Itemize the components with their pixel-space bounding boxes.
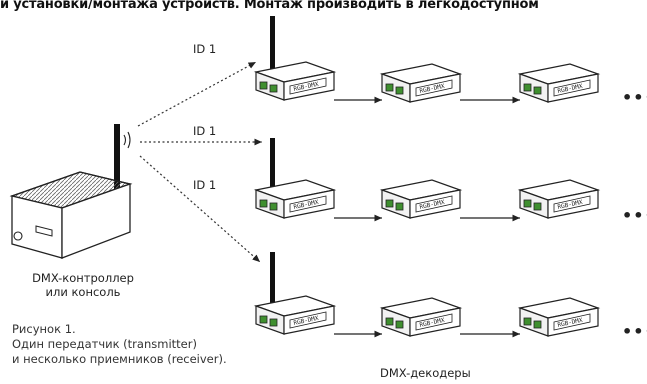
dmx-console-icon [9,124,133,259]
id-label: ID 1 [193,124,217,138]
wireless-link-top [137,61,257,127]
caption-title: Рисунок 1. [12,322,76,336]
receiver-row-2 [255,138,599,222]
id-label: ID 1 [193,178,217,192]
receiver-antenna [270,138,275,198]
dmx-decoder-icon [519,297,599,337]
id-label: ID 1 [193,42,217,56]
dmx-receiver-icon [255,61,335,101]
decoders-label: DMX-декодеры [380,366,471,380]
more-decoders-dots: ••• [622,88,647,107]
receiver-row-3 [255,252,599,338]
dmx-decoder-icon [519,63,599,103]
receiver-antenna [270,16,275,80]
dmx-decoder-icon [519,179,599,219]
caption-line-1: Один передатчик (transmitter) [12,337,197,351]
dmx-decoder-icon [381,179,461,219]
page-header-text: и установки/монтажа устройств. Монтаж пр… [0,0,539,12]
wireless-signal-icon [123,131,131,149]
dmx-receiver-icon [255,179,335,219]
controller-label-text: DMX-контроллер или консоль [32,271,134,299]
wireless-link-bottom [139,155,261,263]
caption-line-2: и несколько приемников (receiver). [12,352,227,366]
dmx-receiver-icon [255,295,335,335]
more-decoders-dots: ••• [622,206,647,225]
receiver-row-1 [255,16,599,104]
figure-caption: Рисунок 1. Один передатчик (transmitter)… [12,322,262,367]
dmx-decoder-icon [381,297,461,337]
dmx-decoder-icon [381,63,461,103]
receiver-antenna [270,252,275,314]
more-decoders-dots: ••• [622,322,647,341]
controller-label: DMX-контроллер или консоль [18,271,148,299]
